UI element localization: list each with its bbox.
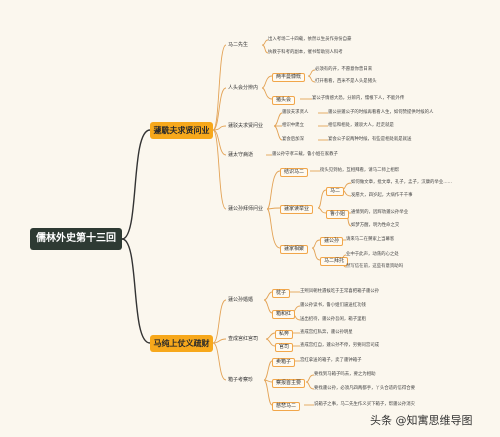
node-xiang-wei[interactable]: 蘧太守病逝 xyxy=(228,152,254,158)
node-qu-gongzi[interactable]: 蘧驳夫求贤问业 xyxy=(228,123,264,129)
node-lu-item[interactable]: 箱和红 xyxy=(272,310,296,319)
leaf: 相识中建立 xyxy=(282,123,304,128)
leaf: 如何做文章，批文章，孔子，孟子，汉康的举业…… xyxy=(351,180,452,185)
node-chain3[interactable]: 蘧家相聚 xyxy=(280,245,309,254)
node-chain2[interactable]: 蘧家读举业 xyxy=(280,205,314,214)
node-chain1[interactable]: 结识马二 xyxy=(280,168,309,177)
node-ren-tou[interactable]: 人头会分辨内 xyxy=(228,85,259,91)
leaf: 宴公子情感大恐，分辨内，懦根下人，不能外传 xyxy=(312,96,405,101)
node-lu-item[interactable]: 枕子 xyxy=(272,289,291,298)
branch-ma-chunshang[interactable]: 马纯上仗义疏财 xyxy=(150,335,213,352)
node-bunch-a[interactable]: 两丰曼慷慨 xyxy=(272,73,306,82)
node-box-item[interactable]: 察报首主要 xyxy=(272,379,306,388)
node-box[interactable]: 箱子考察珍 xyxy=(228,377,254,383)
leaf: 街头见到帖，互相拜看，请马二师上相帮 xyxy=(320,168,400,173)
leaf: 然写信在前，这些有意资助吗 xyxy=(346,264,404,269)
leaf: 业中于此声，动荡的心之处 xyxy=(346,252,399,257)
node-chain3-item[interactable]: 马二拜托 xyxy=(320,257,349,266)
leaf: 蘧公孙守孝三载，鲁小姐在家教子 xyxy=(272,152,338,157)
leaf: 蘧公孙读书，鲁小姐们逼送红功钱 xyxy=(300,303,366,308)
leaf: 必须有的开，不愿意你曾日来 xyxy=(315,67,373,72)
leaf: 查成宫红私奔，蘧公孙明星 xyxy=(300,330,353,335)
leaf: 要找蘧公孙，必须凡四两都手，丫头合适的信得合要 xyxy=(314,386,415,391)
leaf: 蘧驳夫求贤人 xyxy=(282,110,309,115)
leaf: 查成宫红自，蘧公孙不停，穷要同宫司成 xyxy=(300,343,380,348)
leaf: 王熙凤朝柱遇候吃于王常喜把箱子蘧公孙 xyxy=(300,289,380,294)
node-ma-xiansheng[interactable]: 马二先生 xyxy=(228,42,249,48)
leaf: 如梦方醒，明为性命之交 xyxy=(351,223,400,228)
leaf: 执教于科考的副本，催书帮助别人科考 xyxy=(268,50,343,55)
node-box-item[interactable]: 卖箱子 xyxy=(272,358,296,367)
leaf: 宫红拿送的箱子，卖了蘧钟箱子 xyxy=(300,358,362,363)
leaf: 说箱子之事，马二先生作义买下箱子，帮蘧公孙消灾 xyxy=(314,402,415,407)
node-qu-gongsun[interactable]: 蘧公孙拜师问业 xyxy=(228,206,264,212)
node-lu[interactable]: 蘧公孙婚婚 xyxy=(228,297,254,303)
leaf: 发愿大，四岁起，大病作千千事 xyxy=(351,193,413,198)
node-chain2-item[interactable]: 鲁小姐 xyxy=(326,210,350,219)
leaf: 宴会公子说两种时候，有些是相处就是就送 xyxy=(328,137,412,142)
leaf: 出入考场二十四载，依然以生员作身份自豪 xyxy=(268,37,352,42)
leaf: 打开看看，西米不是人头是猪头 xyxy=(315,79,377,84)
node-box-item[interactable]: 慈悲马二 xyxy=(272,402,301,411)
leaf: 要找到马箱子吗去，要之为相助 xyxy=(314,372,376,377)
leaf: 相信和相处，蘧驳大人，赶走就是 xyxy=(328,123,394,128)
node-dang[interactable]: 查成宫红宫司 xyxy=(228,336,259,342)
leaf: 宴会后加深 xyxy=(282,137,304,142)
root-node[interactable]: 儒林外史第十三回 xyxy=(30,228,122,250)
branch-qu-jinfu[interactable]: 蘧駪夫求贤问业 xyxy=(150,122,213,139)
node-bunch-b[interactable]: 猪头会 xyxy=(272,96,296,105)
node-chain2-item[interactable]: 马二 xyxy=(326,187,345,196)
leaf: 通情到的，因辉劝蘧公孙举业 xyxy=(351,210,409,215)
leaf: 请来马二在舅家上当幕客 xyxy=(346,237,395,242)
node-dang-item[interactable]: 私奔 xyxy=(275,330,294,339)
leaf: 蘧公县蘧公子的时候再看看人生，如何赞提供时候的人 xyxy=(328,110,434,115)
node-chain3-item[interactable]: 蘧公孙 xyxy=(320,237,344,246)
leaf: 送出招待，蘧公孙吾闲，箱子里粗 xyxy=(300,317,366,322)
node-dang-item[interactable]: 官司 xyxy=(275,343,294,352)
watermark-label: 头条 @知寓思维导图 xyxy=(370,414,473,427)
